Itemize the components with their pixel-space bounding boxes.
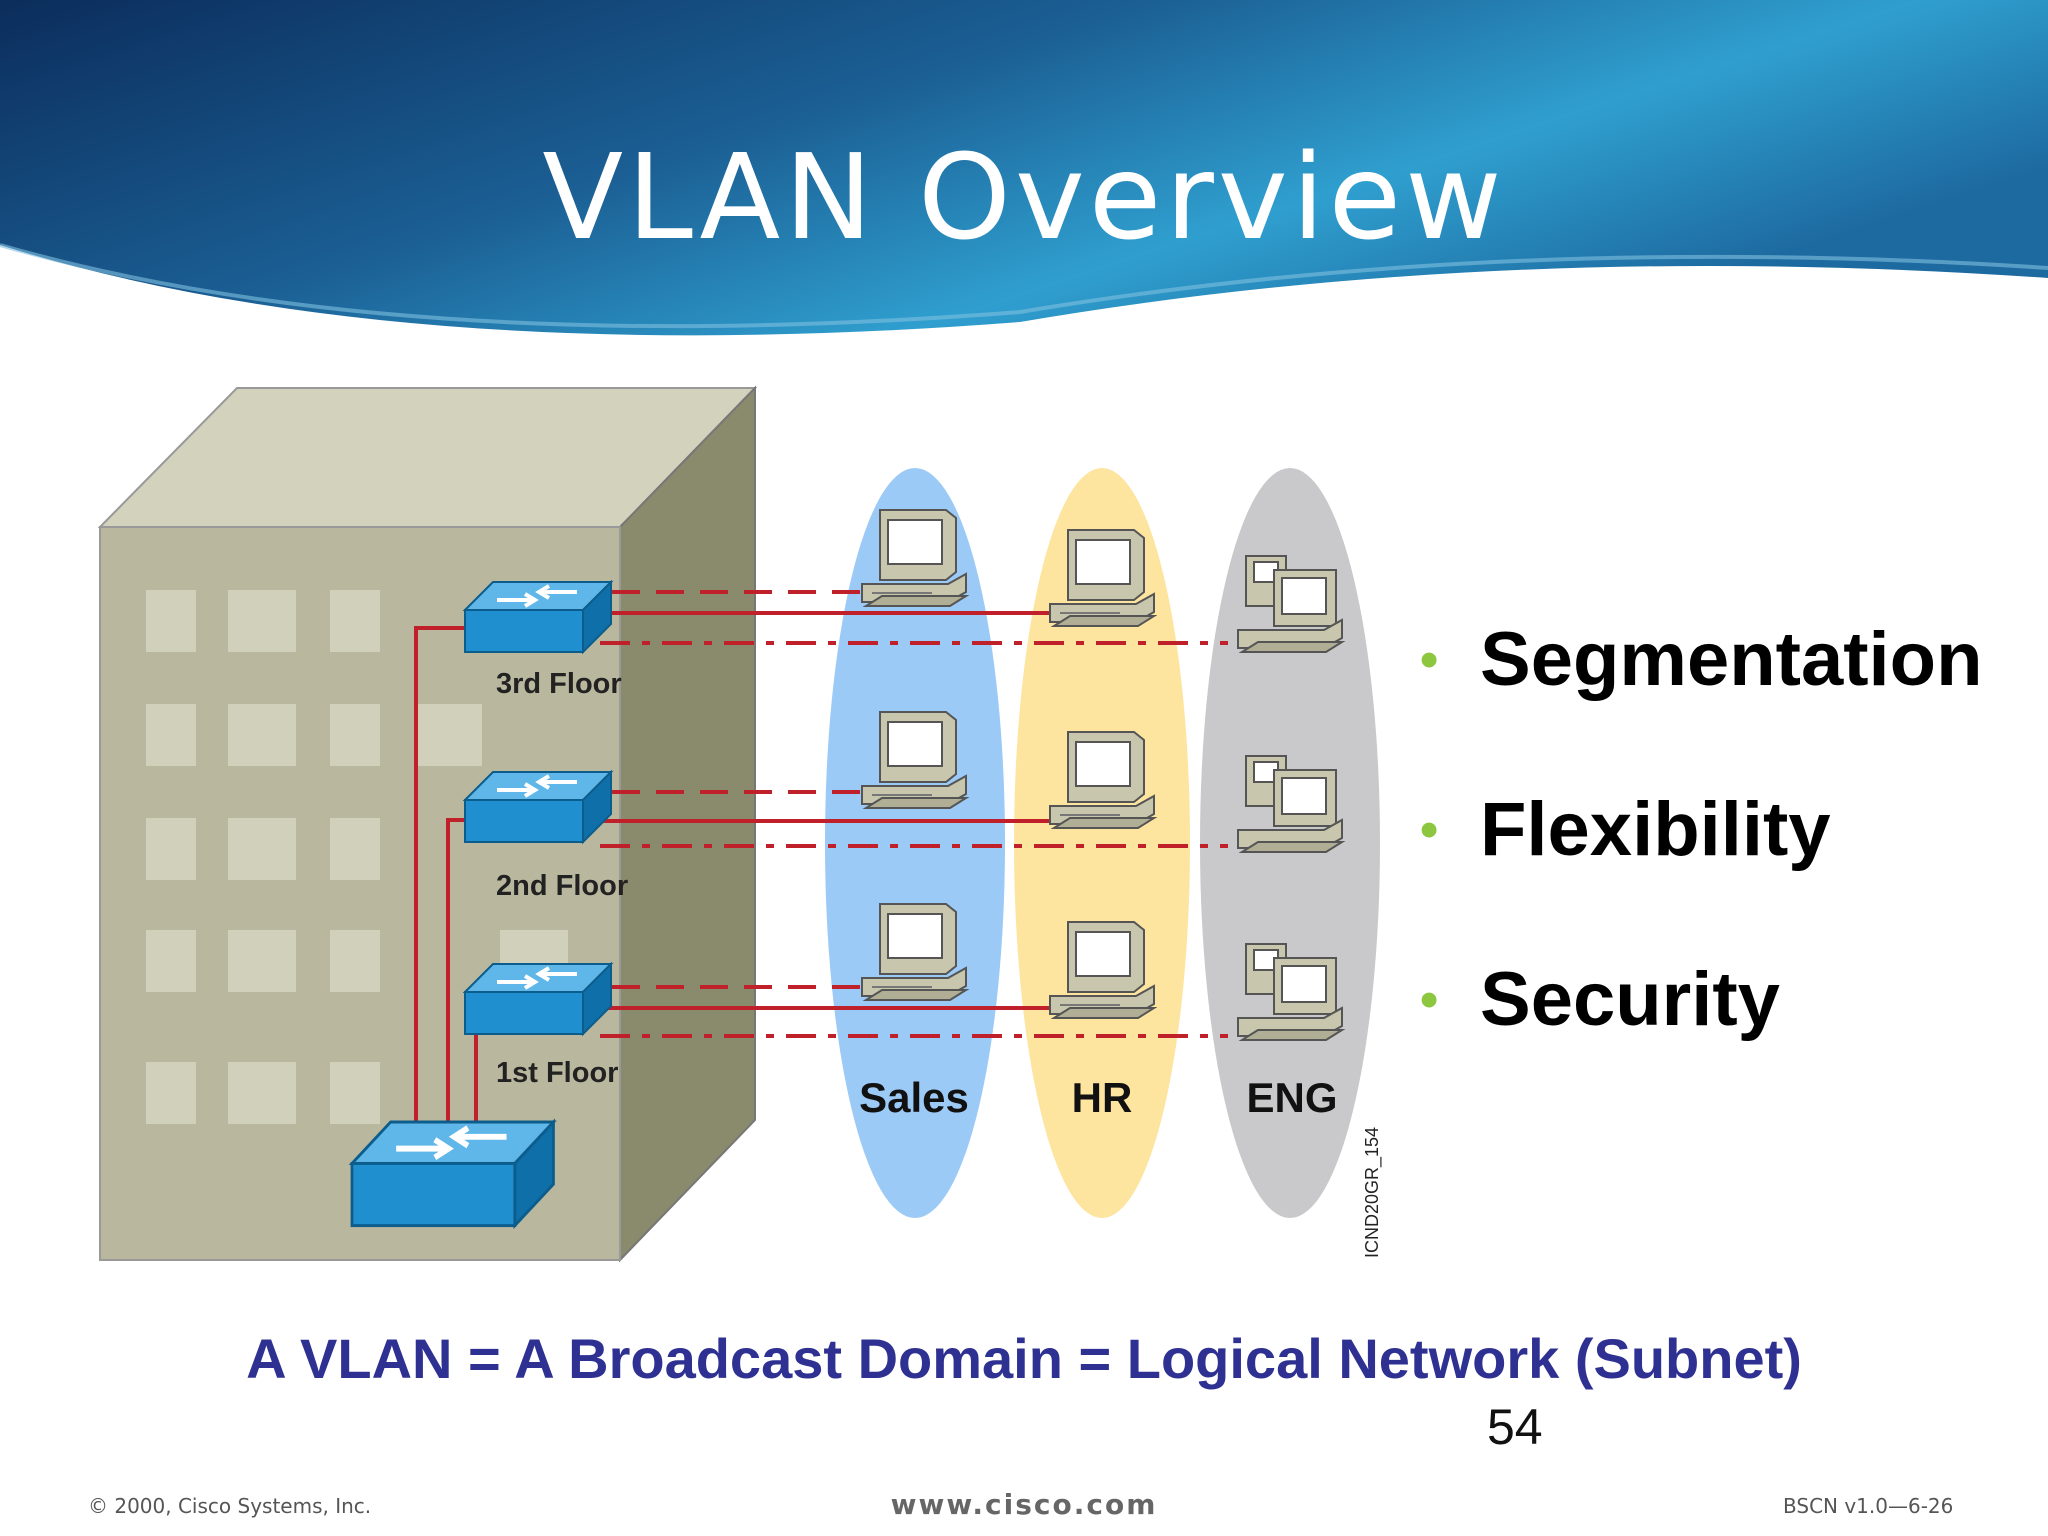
floor-label-1st: 1st Floor bbox=[496, 1057, 618, 1089]
figure-id: ICND20GR_154 bbox=[1362, 1127, 1383, 1258]
title-banner bbox=[0, 0, 2048, 336]
bullet-item: • Segmentation bbox=[1420, 610, 1983, 780]
group-label-sales: Sales bbox=[859, 1074, 969, 1121]
website-link[interactable]: www.cisco.com bbox=[890, 1488, 1158, 1521]
course-code: BSCN v1.0—6-26 bbox=[1783, 1494, 1954, 1518]
floor2-switch-icon bbox=[463, 770, 613, 844]
bullet-text: Security bbox=[1480, 957, 1780, 1042]
hr-vlan-ellipse bbox=[1014, 468, 1190, 1218]
slide-title: VLAN Overview bbox=[542, 128, 1506, 266]
floor1-switch-icon bbox=[463, 962, 613, 1036]
bullet-item: • Security bbox=[1420, 950, 1983, 1120]
bullet-item: • Flexibility bbox=[1420, 780, 1983, 950]
sales-vlan-ellipse bbox=[825, 468, 1005, 1218]
group-label-hr: HR bbox=[1072, 1074, 1133, 1121]
vlan-definition: A VLAN = A Broadcast Domain = Logical Ne… bbox=[246, 1327, 1802, 1390]
vlan-links bbox=[414, 590, 1228, 1138]
bullet-text: Flexibility bbox=[1480, 787, 1831, 872]
vlan-diagram: 3rd Floor 2nd Floor 1st Floor Sales HR E… bbox=[97, 385, 1383, 1263]
bullet-dot-icon: • bbox=[1420, 801, 1439, 859]
floor-label-3rd: 3rd Floor bbox=[496, 668, 622, 700]
eng-workstation-icon bbox=[1237, 755, 1343, 853]
feature-list: • Segmentation • Flexibility • Security bbox=[1420, 610, 1983, 1120]
bullet-text: Segmentation bbox=[1480, 617, 1983, 702]
copyright-notice: © 2000, Cisco Systems, Inc. bbox=[88, 1494, 372, 1518]
bullet-dot-icon: • bbox=[1420, 631, 1439, 689]
floor-label-2nd: 2nd Floor bbox=[496, 870, 628, 902]
bullet-dot-icon: • bbox=[1420, 971, 1439, 1029]
page-number: 54 bbox=[1487, 1399, 1543, 1455]
group-label-eng: ENG bbox=[1246, 1074, 1337, 1121]
floor3-switch-icon bbox=[463, 580, 613, 654]
core-switch-icon bbox=[352, 1122, 553, 1226]
eng-workstation-icon bbox=[1237, 943, 1343, 1041]
eng-workstation-icon bbox=[1237, 555, 1343, 653]
